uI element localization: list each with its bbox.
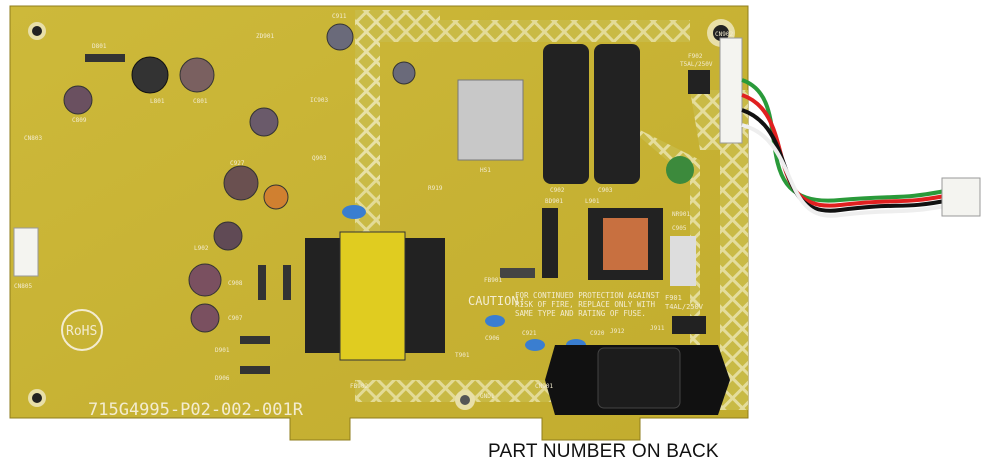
capacitors <box>63 23 694 351</box>
wire-harness <box>741 78 951 218</box>
heat-sink <box>457 79 524 161</box>
svg-text:C907: C907 <box>228 315 243 322</box>
svg-text:BD901: BD901 <box>545 198 563 205</box>
caution-line: RISK OF FIRE, REPLACE ONLY WITH <box>515 300 655 309</box>
svg-text:C902: C902 <box>550 187 565 194</box>
fuse-rating: T5AL/250V <box>680 61 713 68</box>
rohs-text: RoHS <box>66 324 97 339</box>
part-number-caption: PART NUMBER ON BACK <box>488 441 719 462</box>
svg-text:C906: C906 <box>485 335 500 342</box>
connector-cn902 <box>719 37 743 144</box>
svg-text:L902: L902 <box>194 245 209 252</box>
svg-text:HS1: HS1 <box>480 167 491 174</box>
svg-text:CN803: CN803 <box>24 135 42 142</box>
svg-text:T901: T901 <box>455 352 470 359</box>
connector-label: CN805 <box>14 283 32 290</box>
svg-text:C921: C921 <box>522 330 537 337</box>
svg-text:NR901: NR901 <box>672 211 690 218</box>
fuse-f901 <box>672 316 706 334</box>
connector-label: CN902 <box>715 31 733 38</box>
fuse-f902 <box>688 70 710 94</box>
svg-text:C905: C905 <box>672 225 687 232</box>
board-part-number: 715G4995-P02-002-001R <box>88 400 304 420</box>
caution-line: FOR CONTINUED PROTECTION AGAINST <box>515 291 660 300</box>
svg-text:C927: C927 <box>230 160 245 167</box>
caution-line: SAME TYPE AND RATING OF FUSE. <box>515 309 646 318</box>
svg-text:D801: D801 <box>92 43 107 50</box>
svg-text:Q903: Q903 <box>312 155 327 162</box>
svg-text:IC903: IC903 <box>310 97 328 104</box>
connector-cn805 <box>13 227 39 277</box>
svg-text:C809: C809 <box>72 117 87 124</box>
wire-connector-plug <box>941 177 981 217</box>
svg-text:D901: D901 <box>215 347 230 354</box>
svg-text:J911: J911 <box>650 325 665 332</box>
svg-text:J912: J912 <box>610 328 625 335</box>
svg-text:L801: L801 <box>150 98 165 105</box>
caution-title: CAUTION: <box>468 294 526 308</box>
fuse-ref: F902 <box>688 53 703 60</box>
svg-text:C903: C903 <box>598 187 613 194</box>
svg-text:C920: C920 <box>590 330 605 337</box>
mounting-holes <box>28 19 735 410</box>
svg-text:FB901: FB901 <box>484 277 502 284</box>
svg-text:C801: C801 <box>193 98 208 105</box>
diodes <box>85 54 535 374</box>
svg-text:D906: D906 <box>215 375 230 382</box>
svg-text:C911: C911 <box>332 13 347 20</box>
connector-label: CN901 <box>535 383 553 390</box>
fuse-ref: F901 <box>665 294 682 302</box>
svg-text:R919: R919 <box>428 185 443 192</box>
fuse-rating: T4AL/250V <box>665 303 704 311</box>
svg-text:GND1: GND1 <box>480 393 495 400</box>
svg-text:FB902: FB902 <box>350 383 368 390</box>
svg-text:ZD901: ZD901 <box>256 33 274 40</box>
rohs-logo <box>61 309 103 351</box>
svg-text:C908: C908 <box>228 280 243 287</box>
svg-text:L901: L901 <box>585 198 600 205</box>
